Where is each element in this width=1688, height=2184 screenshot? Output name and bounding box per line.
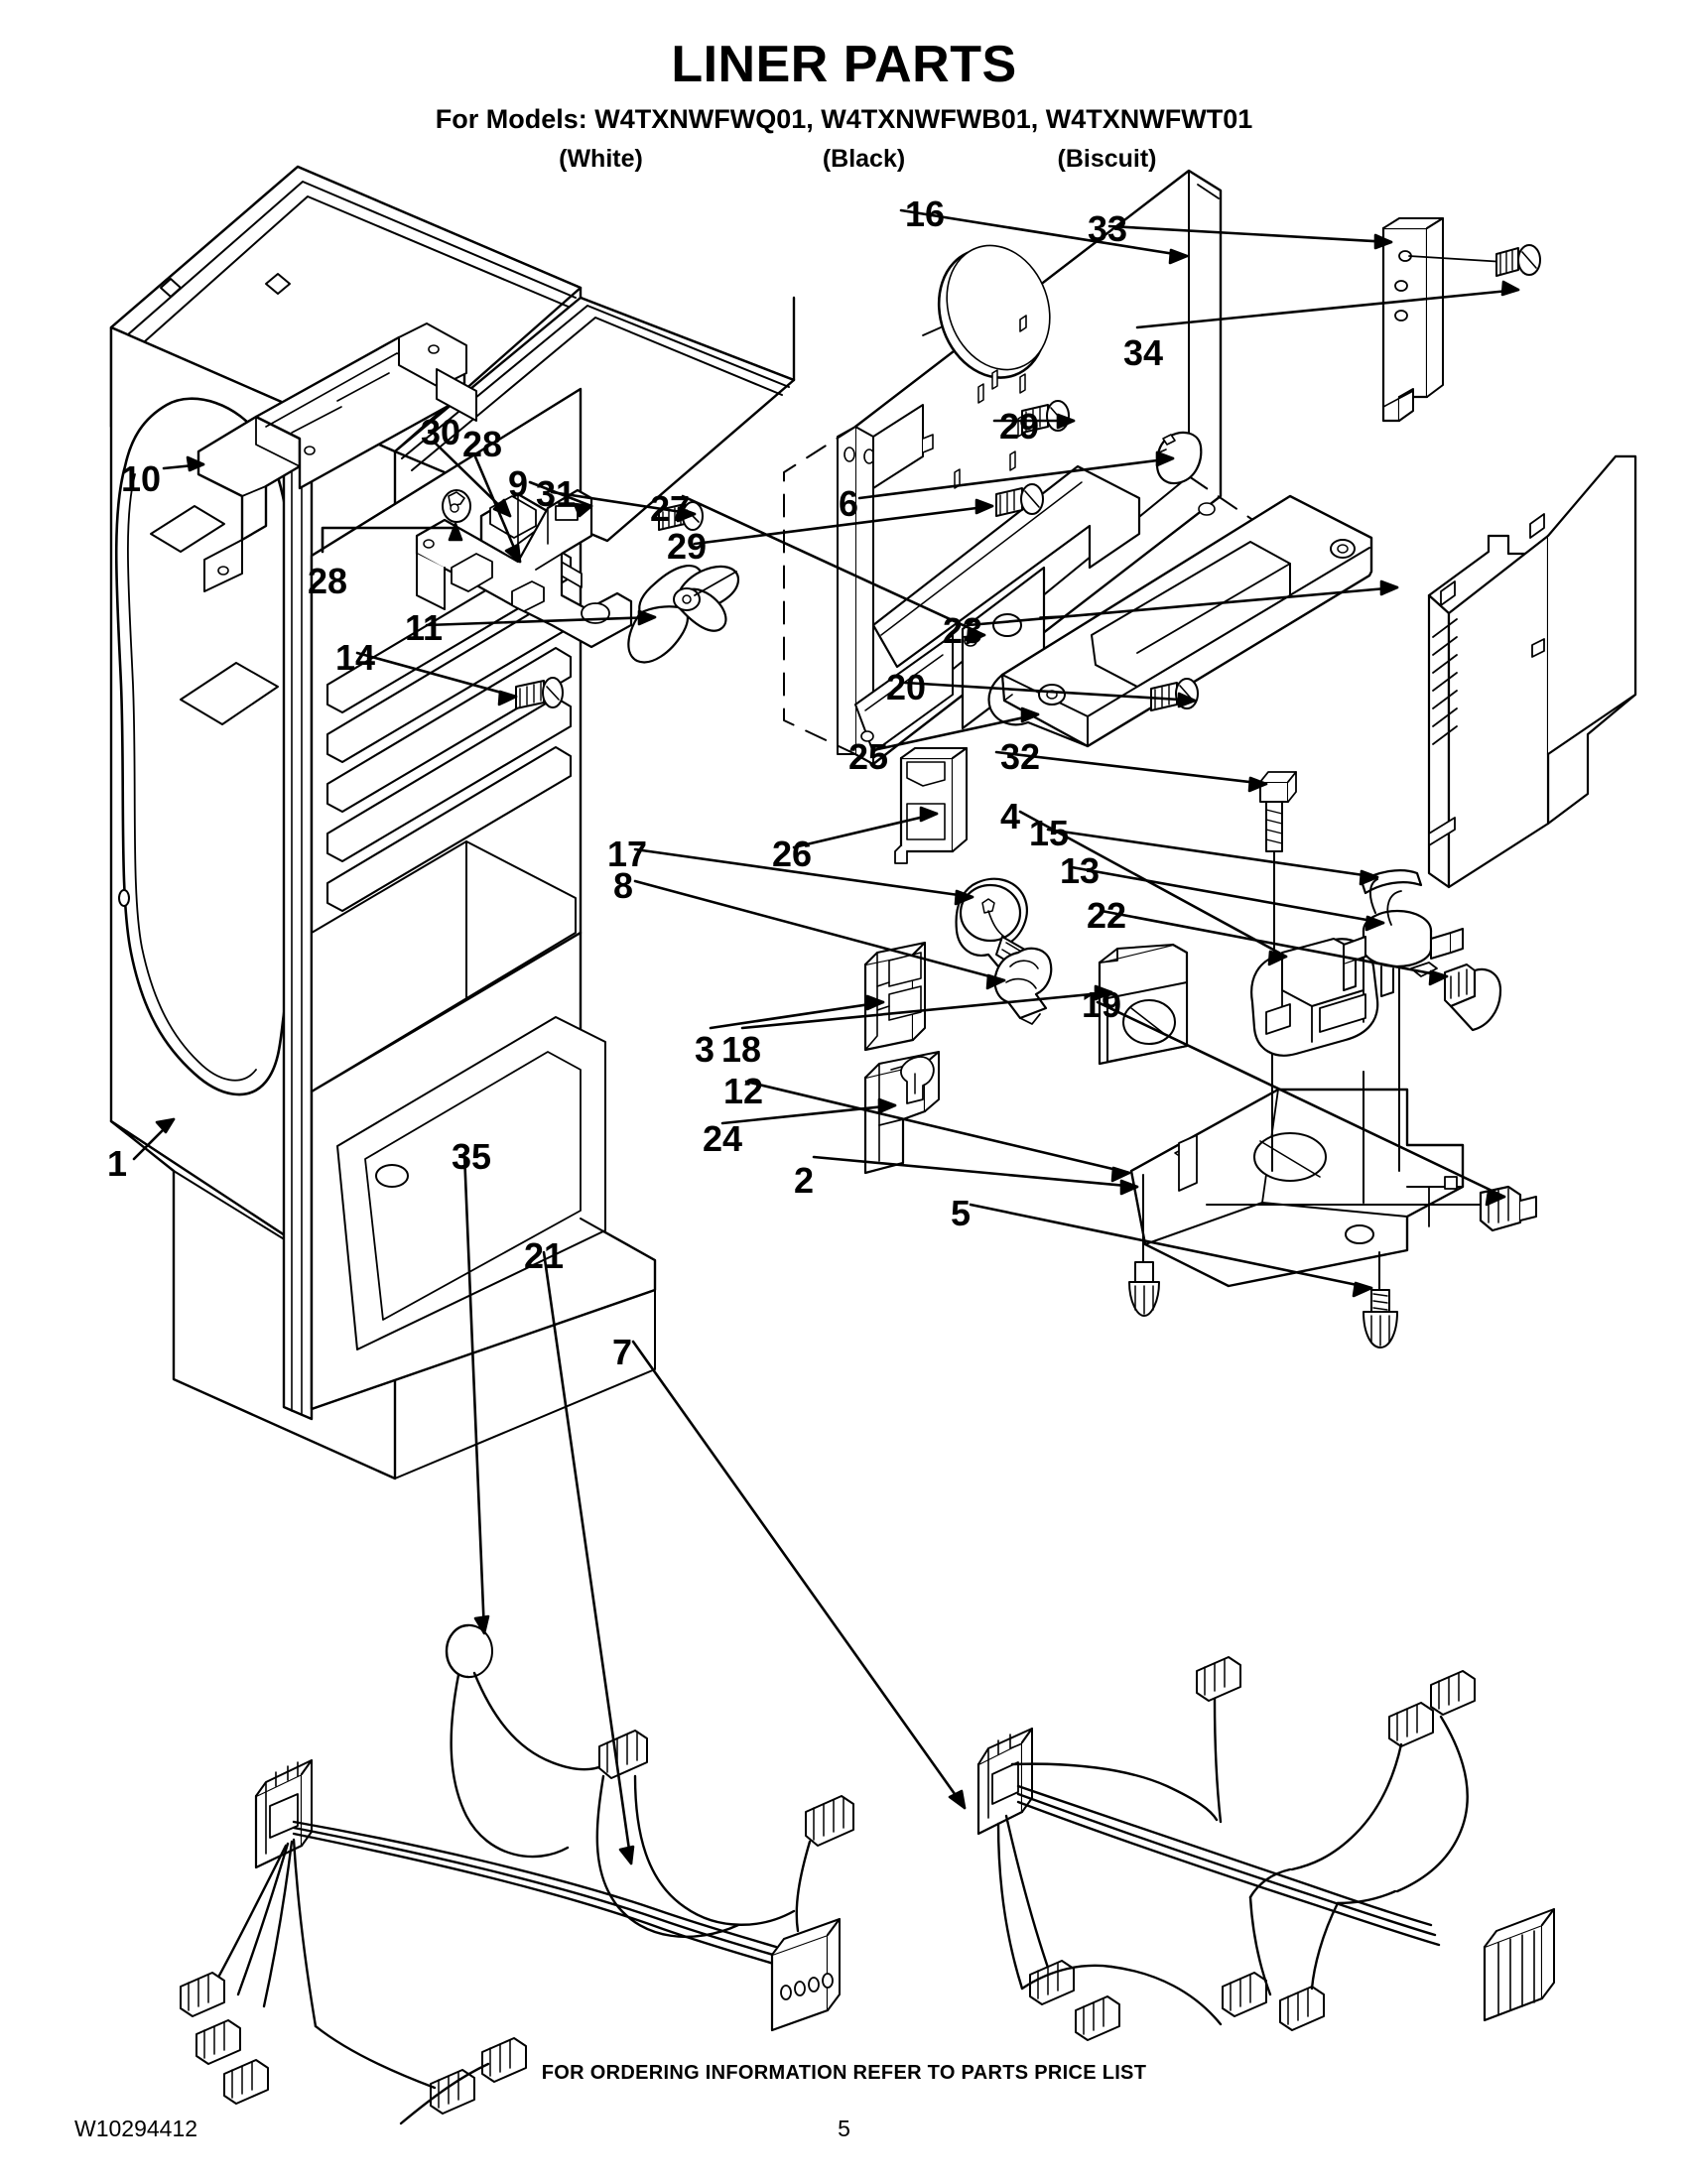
- wire-grommet-part: [445, 1623, 493, 1679]
- screw-29b: [995, 483, 1044, 517]
- drain-stopper-part: [1128, 1174, 1160, 1317]
- color-variant-row: (White) (Black) (Biscuit): [0, 145, 1688, 174]
- callout-34: 34: [1123, 332, 1164, 373]
- callout-22: 22: [1087, 895, 1127, 936]
- thermostat-cover-part: [1444, 964, 1502, 1032]
- callout-6: 6: [839, 483, 859, 524]
- callout-12: 12: [723, 1071, 764, 1111]
- wire-harness-right: [976, 1656, 1555, 2041]
- callout-23: 23: [943, 610, 983, 651]
- callout-1: 1: [107, 1143, 128, 1184]
- callout-10: 10: [121, 458, 162, 499]
- callout-19: 19: [1082, 984, 1122, 1025]
- callout-11: 11: [405, 607, 444, 648]
- hinge-bracket-part: [196, 322, 477, 592]
- callout-leader-lines: [132, 208, 1520, 1865]
- callout-30: 30: [421, 412, 461, 452]
- callout-29-a: 29: [999, 406, 1040, 447]
- screw-duct-20: [1150, 678, 1199, 711]
- callout-5: 5: [951, 1193, 972, 1233]
- wire-harness-left: [180, 1671, 854, 2125]
- grommet-plug-part: [1155, 431, 1203, 485]
- callout-28-a: 28: [462, 424, 503, 464]
- screw-bracket-34: [1495, 244, 1541, 277]
- lamp-shield-part: [894, 747, 968, 864]
- screw-mount-14: [515, 677, 564, 709]
- callout-21: 21: [524, 1235, 565, 1276]
- harness-connector-5: [1363, 1251, 1398, 1349]
- page-title: LINER PARTS: [671, 36, 1017, 93]
- callout-13: 13: [1060, 850, 1101, 891]
- callout-27: 27: [650, 488, 691, 529]
- fan-bracket-part: [415, 488, 633, 649]
- terminal-block-part: [863, 942, 926, 1052]
- callout-4: 4: [1000, 796, 1021, 836]
- defrost-thermostat-part: [1343, 878, 1464, 1172]
- switch-plunger-part: [863, 1051, 940, 1175]
- drain-trough-part: [1129, 1088, 1465, 1288]
- callout-18: 18: [721, 1029, 762, 1070]
- document-number: W10294412: [74, 2116, 198, 2141]
- callout-35: 35: [452, 1136, 492, 1177]
- callout-7: 7: [612, 1332, 633, 1372]
- page-number: 5: [838, 2116, 850, 2141]
- callout-25: 25: [848, 736, 889, 777]
- callout-15: 15: [1029, 813, 1070, 853]
- callout-24: 24: [703, 1118, 743, 1159]
- callout-14: 14: [335, 637, 376, 678]
- callout-17: 17: [607, 834, 648, 874]
- callout-16: 16: [905, 193, 946, 234]
- color-biscuit: (Biscuit): [1057, 144, 1157, 173]
- page-header: LINER PARTS For Models: W4TXNWFWQ01, W4T…: [0, 38, 1688, 174]
- model-list: For Models: W4TXNWFWQ01, W4TXNWFWB01, W4…: [435, 103, 1253, 134]
- callout-3: 3: [695, 1029, 715, 1070]
- callout-9: 9: [508, 463, 529, 504]
- callout-29-b: 29: [667, 526, 708, 567]
- callout-26: 26: [772, 834, 813, 874]
- callout-31: 31: [536, 473, 577, 514]
- color-white: (White): [559, 144, 643, 173]
- callout-32: 32: [1000, 736, 1041, 777]
- color-black: (Black): [822, 144, 906, 173]
- ordering-info-note: FOR ORDERING INFORMATION REFER TO PARTS …: [541, 2062, 1147, 2084]
- callout-33: 33: [1088, 208, 1128, 249]
- air-duct-part: [987, 494, 1373, 748]
- side-cover-panel: [1427, 454, 1637, 889]
- lamp-socket-part: [993, 947, 1053, 1025]
- screw-timer-32: [1259, 771, 1297, 852]
- callout-20: 20: [886, 667, 927, 707]
- callout-8: 8: [613, 865, 634, 906]
- screw-parts-left: [555, 505, 579, 521]
- callout-28-b: 28: [308, 561, 348, 601]
- callout-2: 2: [794, 1160, 815, 1201]
- mounting-bracket-part: [1381, 217, 1505, 423]
